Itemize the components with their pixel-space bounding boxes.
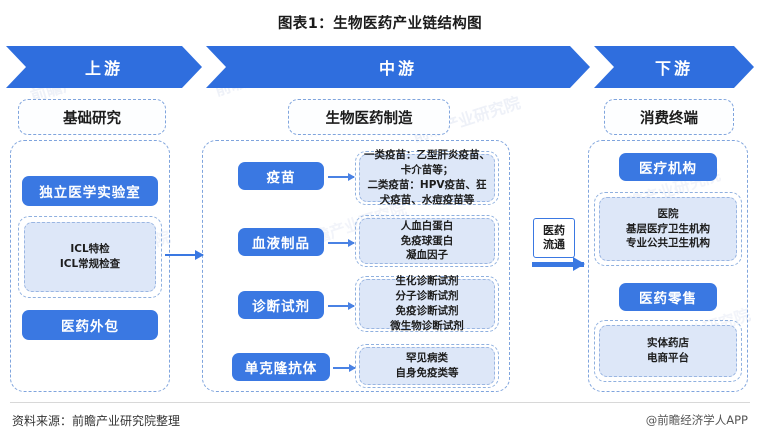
node-blood-products[interactable]: 血液制品 xyxy=(238,228,324,256)
detail-diagnostic-reagents: 生化诊断试剂 分子诊断试剂 免疫诊断试剂 微生物诊断试剂 xyxy=(359,275,495,332)
node-monoclonal-antibody[interactable]: 单克隆抗体 xyxy=(232,353,330,381)
arrow-midstream-to-downstream xyxy=(532,257,585,271)
page-title: 图表1：生物医药产业链结构图 xyxy=(277,16,483,32)
brand-credit: @前瞻经济学人APP xyxy=(645,413,748,427)
detail-vaccine: 一类疫苗：乙型肝炎疫苗、 卡介苗等； 二类疫苗：HPV疫苗、狂 犬疫苗、水痘疫苗… xyxy=(359,149,495,206)
mab-detail-wrapper xyxy=(355,344,499,388)
detail-pharma-retail: 实体药店 电商平台 xyxy=(599,325,737,377)
pharma-retail-detail-wrapper xyxy=(594,320,742,382)
banner-stage-downstream[interactable]: 下游 xyxy=(594,46,754,88)
arrow-vaccine xyxy=(328,173,355,180)
detail-icl-services: ICL特检 ICL常规检查 xyxy=(24,222,156,292)
node-pharma-retail[interactable]: 医药零售 xyxy=(619,283,717,311)
node-independent-medical-lab[interactable]: 独立医学实验室 xyxy=(22,176,158,206)
diagnostic-detail-wrapper xyxy=(355,276,499,332)
flow-label-pharma-distribution: 医药 流通 xyxy=(533,218,575,258)
detail-monoclonal-antibody: 罕见病类 自身免疫类等 xyxy=(359,347,495,385)
vaccine-detail-wrapper xyxy=(355,151,499,205)
section-header-basic-research: 基础研究 xyxy=(18,99,166,135)
node-pharma-outsourcing[interactable]: 医药外包 xyxy=(22,310,158,340)
banner-stage-upstream[interactable]: 上游 xyxy=(6,46,202,88)
detail-blood-products: 人血白蛋白 免疫球蛋白 凝血因子 xyxy=(359,218,495,264)
arrow-monoclonal-antibody xyxy=(333,364,356,371)
node-medical-institutions[interactable]: 医疗机构 xyxy=(619,153,717,181)
arrow-upstream-to-midstream xyxy=(165,250,204,260)
blood-detail-wrapper xyxy=(355,215,499,267)
upstream-detail-wrapper xyxy=(18,216,162,298)
detail-medical-institutions: 医院 基层医疗卫生机构 专业公共卫生机构 xyxy=(599,197,737,261)
footer-divider xyxy=(10,402,750,403)
section-header-manufacturing: 生物医药制造 xyxy=(288,99,450,135)
section-header-consumer-end: 消费终端 xyxy=(604,99,734,135)
node-vaccine[interactable]: 疫苗 xyxy=(238,162,324,190)
value-chain-banner: 上游 中游 下游 xyxy=(6,46,754,88)
medical-institutions-detail-wrapper xyxy=(594,192,742,266)
arrow-diagnostic-reagents xyxy=(328,302,355,309)
node-diagnostic-reagents[interactable]: 诊断试剂 xyxy=(238,291,324,319)
arrow-blood-products xyxy=(328,239,355,246)
banner-stage-midstream[interactable]: 中游 xyxy=(206,46,590,88)
source-note: 资料来源：前瞻产业研究院整理 xyxy=(12,414,181,428)
